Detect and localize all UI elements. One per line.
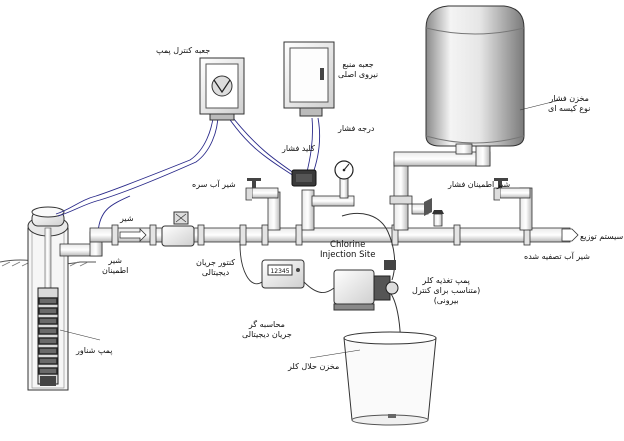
check-valve-1-label: شیر: [120, 214, 134, 223]
main-pipeline: [59, 224, 579, 257]
check-valve-2-label-line1: شیر: [108, 256, 122, 265]
chlorine-tank: [343, 331, 437, 426]
pressure-switch-assembly: [291, 160, 355, 231]
leader-lines: [59, 99, 561, 359]
digital-meter-label: کنتور جریان دیجیتالی: [196, 258, 235, 278]
digital-meter-label-line2: دیجیتالی: [201, 268, 230, 277]
flow-calculator-label-line2: جریان دیجیتالی: [242, 330, 292, 339]
flow-calculator: [239, 243, 335, 293]
digital-meter-label-line1: کنتور جریان: [196, 258, 236, 267]
chlorine-feed-pump-label-line3: بیرونی): [433, 296, 459, 305]
pump-control-box-label: جعبه کنترل پمپ: [156, 46, 211, 55]
pressure-tank-label-line2: نوع کیسه ای: [548, 104, 591, 113]
check-valve-2-label-line2: اطمینان: [102, 266, 129, 275]
meter-display-text: 12345: [270, 268, 289, 275]
chlorine-feed-pump-label-line1: پمپ تغذیه کلر: [422, 276, 470, 285]
pressure-tank-label: مخزن فشار نوع کیسه ای: [548, 94, 590, 114]
treated-water-valve-label: شیر آب تصفیه شده: [524, 252, 590, 261]
power-supply-box: [283, 41, 335, 117]
chlorine-injection-label: Chlorine Injection Site: [320, 240, 375, 260]
power-supply-box-label-line2: نیروی اصلی: [338, 70, 379, 79]
tank-riser: [389, 139, 491, 231]
check-valve-arrow: [119, 228, 147, 242]
faucet-label: شیر آب سره: [192, 180, 236, 189]
power-supply-box-label-line1: جعبه منبع: [342, 60, 374, 69]
pressure-tank: [425, 5, 525, 155]
faucet: [245, 178, 281, 231]
distribution-label: سیستم توزیع: [580, 232, 624, 241]
chlorine-feed-pump: [333, 260, 399, 311]
chlorine-feed-pump-label-line2: (متناسب برای کنترل: [412, 286, 481, 295]
submersible-pump-label: پمپ شناور: [76, 346, 113, 355]
submersible-pump: [37, 287, 59, 386]
check-valve-2-label: شیر اطمینان: [102, 256, 128, 276]
pressure-switch-label: کلید فشار: [282, 144, 315, 153]
treated-water-outlet: [493, 178, 533, 231]
flow-calculator-label: محاسبه گر جریان دیجیتالی: [242, 320, 292, 340]
chlorine-injection-label-line2: Injection Site: [320, 250, 376, 260]
pressure-tank-label-line1: مخزن فشار: [549, 94, 589, 103]
digital-flow-meter: [161, 211, 195, 247]
flow-calculator-label-line1: محاسبه گر: [248, 320, 285, 329]
pump-control-box: [199, 57, 245, 121]
chlorine-tank-label: مخزن حلال کلر: [288, 362, 340, 371]
chlorine-feed-pump-label: پمپ تغذیه کلر (متناسب برای کنترل بیرونی): [412, 276, 480, 306]
power-supply-box-label: جعبه منبع نیروی اصلی: [338, 60, 378, 80]
pressure-gauge-label: درجه فشار: [338, 124, 375, 133]
pressure-relief-valve-label: شیر اطمینان فشار: [448, 180, 511, 189]
chlorine-injection-label-line1: Chlorine: [330, 240, 366, 250]
